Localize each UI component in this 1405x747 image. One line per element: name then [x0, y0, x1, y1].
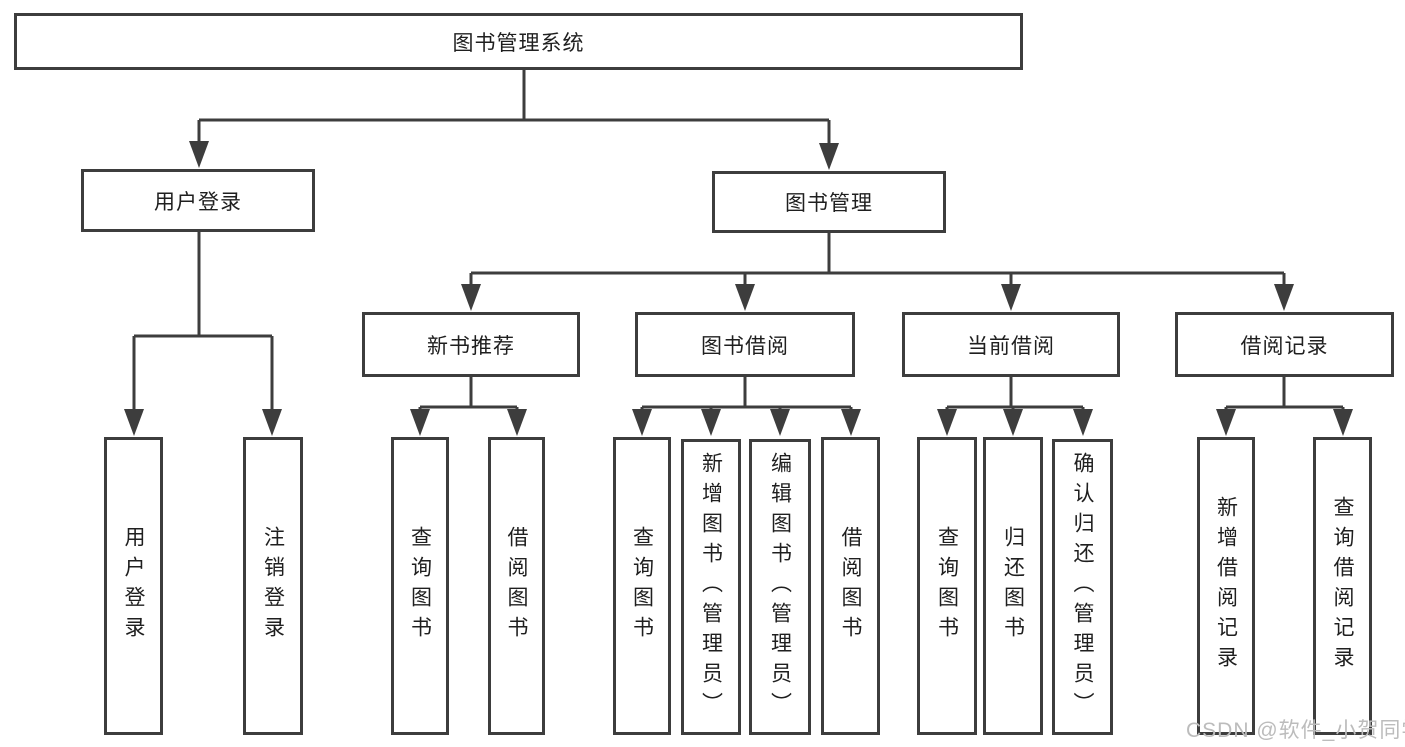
- leaf-user-login: 用户登录: [104, 437, 163, 735]
- leaf-borrow-book-label: 借阅图书: [839, 526, 863, 646]
- connector-record-to-leaves: [1224, 377, 1345, 414]
- node-borrow-record: 借阅记录: [1175, 312, 1394, 377]
- node-user-login: 用户登录: [81, 169, 315, 232]
- leaf-query-book-borrow: 查询图书: [613, 437, 671, 735]
- leaf-logout: 注销登录: [243, 437, 303, 735]
- node-current-borrow: 当前借阅: [902, 312, 1120, 377]
- leaf-confirm-return-admin-label: 确认归还（管理员）: [1071, 452, 1095, 722]
- connector-mgmt-to-level3: [469, 233, 1286, 287]
- leaf-edit-book-admin: 编辑图书（管理员）: [749, 439, 811, 735]
- connector-current-to-leaves: [945, 377, 1085, 414]
- leaf-query-book-current-label: 查询图书: [935, 526, 959, 646]
- leaf-confirm-return-admin: 确认归还（管理员）: [1052, 439, 1113, 735]
- leaf-query-book-borrow-label: 查询图书: [630, 526, 654, 646]
- leaf-query-borrow-record-label: 查询借阅记录: [1331, 496, 1355, 676]
- leaf-query-book-recommend: 查询图书: [391, 437, 449, 735]
- connector-login-to-leaves: [132, 232, 274, 412]
- leaf-add-book-admin: 新增图书（管理员）: [681, 439, 741, 735]
- connector-borrow-to-leaves: [640, 377, 853, 414]
- leaf-query-book-recommend-label: 查询图书: [408, 526, 432, 646]
- leaf-borrow-book-recommend-label: 借阅图书: [505, 526, 529, 646]
- leaf-return-book-label: 归还图书: [1001, 526, 1025, 646]
- leaf-borrow-book-recommend: 借阅图书: [488, 437, 545, 735]
- leaf-add-borrow-record-label: 新增借阅记录: [1214, 496, 1238, 676]
- node-new-book-recommend: 新书推荐: [362, 312, 580, 377]
- leaf-edit-book-admin-label: 编辑图书（管理员）: [768, 452, 792, 722]
- watermark: CSDN @软件_小贺同学: [1186, 719, 1405, 742]
- leaf-user-login-label: 用户登录: [122, 526, 146, 646]
- leaf-add-book-admin-label: 新增图书（管理员）: [699, 452, 723, 722]
- leaf-return-book: 归还图书: [983, 437, 1043, 735]
- leaf-add-borrow-record: 新增借阅记录: [1197, 437, 1255, 735]
- leaf-borrow-book: 借阅图书: [821, 437, 880, 735]
- connector-recommend-to-leaves: [418, 377, 519, 414]
- node-book-borrow: 图书借阅: [635, 312, 855, 377]
- node-library-system: 图书管理系统: [14, 13, 1023, 70]
- node-book-management: 图书管理: [712, 171, 946, 233]
- leaf-logout-label: 注销登录: [261, 526, 285, 646]
- leaf-query-borrow-record: 查询借阅记录: [1313, 437, 1372, 735]
- arrowheads: [124, 141, 1353, 436]
- leaf-query-book-current: 查询图书: [917, 437, 977, 735]
- connector-root-to-level2: [197, 70, 831, 146]
